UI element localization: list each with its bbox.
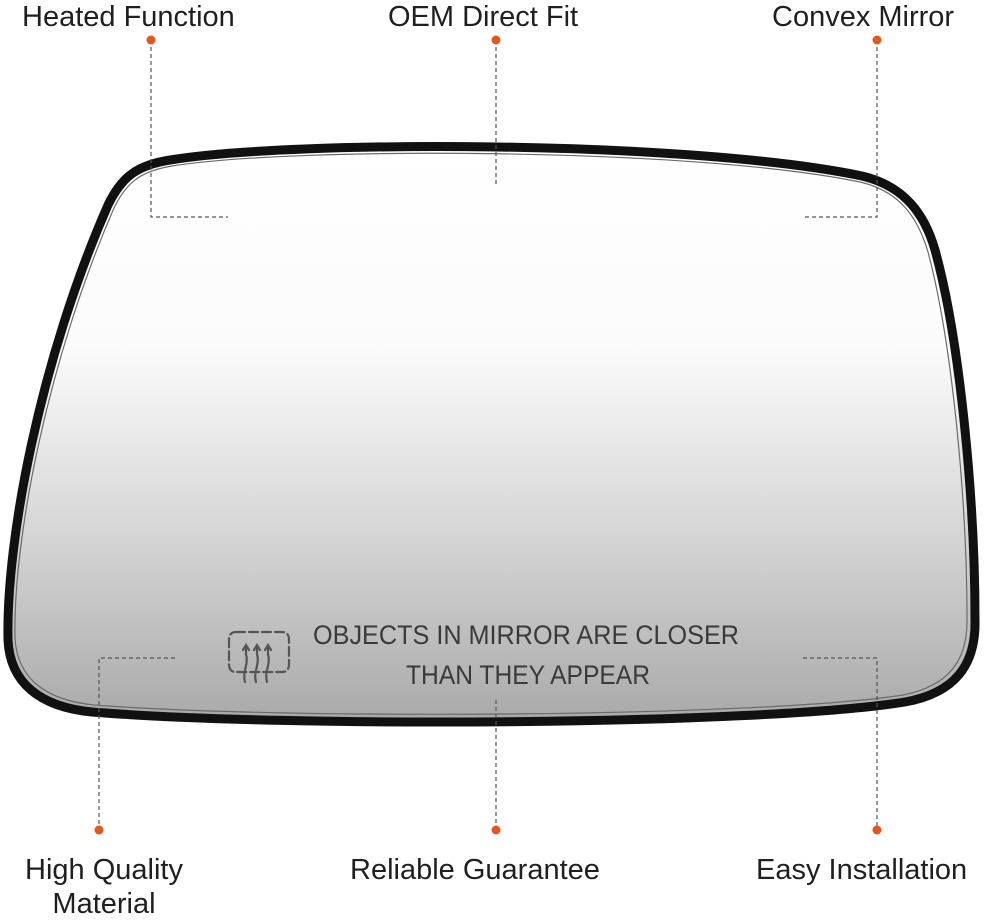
easy-installation-dot	[872, 825, 882, 835]
easy-installation-leader	[803, 657, 878, 830]
heated-function-label: Heated Function	[22, 1, 235, 33]
high-quality-line1: High Quality	[25, 854, 183, 886]
convex-mirror-label: Convex Mirror	[772, 1, 955, 33]
high-quality-line2: Material	[52, 888, 156, 920]
convex-mirror-dot	[872, 35, 882, 45]
reliable-guarantee-dot	[491, 825, 501, 835]
high-quality-material-label: High Quality Material	[14, 853, 194, 921]
mirror-glass	[3, 142, 980, 727]
easy-installation-label: Easy Installation	[756, 854, 968, 886]
heated-defrost-icon	[227, 630, 291, 684]
mirror-warning-line2: THAN THEY APPEAR	[406, 660, 650, 690]
reliable-guarantee-label: Reliable Guarantee	[350, 854, 600, 886]
heated-function-leader	[150, 40, 228, 218]
oem-direct-fit-label: OEM Direct Fit	[388, 1, 579, 33]
high-quality-material-leader	[98, 657, 175, 830]
mirror-warning-line1: OBJECTS IN MIRROR ARE CLOSER	[313, 620, 739, 650]
mirror-frame-inner-edge	[14, 152, 968, 715]
convex-mirror-leader	[802, 40, 878, 218]
heated-function-dot	[146, 35, 156, 45]
high-quality-material-dot	[94, 825, 104, 835]
oem-direct-fit-dot	[491, 35, 501, 45]
